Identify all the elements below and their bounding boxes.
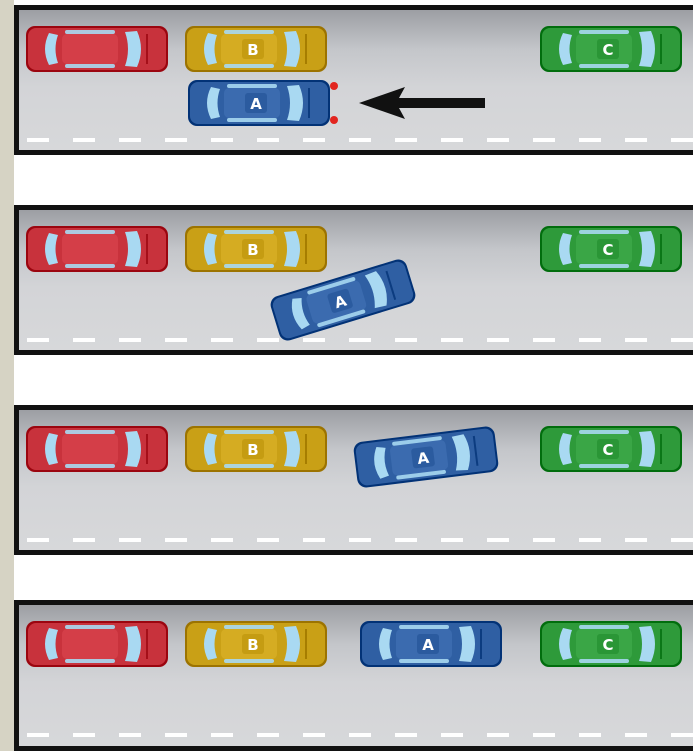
car-b: B — [184, 424, 328, 474]
car-letter: A — [422, 636, 434, 654]
car-letter: C — [602, 636, 613, 654]
step-3-panel: B C A — [14, 405, 693, 555]
lane-divider — [27, 338, 693, 342]
road: B C A — [19, 410, 693, 550]
car-letter: B — [247, 241, 258, 259]
car-b: B — [184, 24, 328, 74]
lane-divider — [27, 733, 693, 737]
parallel-parking-diagram: B C A B C A B C A B — [14, 0, 693, 751]
car-c: C — [539, 24, 683, 74]
lane-divider — [27, 538, 693, 542]
step-4-panel: B C A — [14, 600, 693, 751]
car-letter: C — [602, 241, 613, 259]
step-1-panel: B C A — [14, 5, 693, 155]
car-a: A — [351, 423, 500, 490]
car-letter: A — [416, 449, 430, 468]
car-letter: B — [247, 441, 258, 459]
road: B C A — [19, 605, 693, 746]
car-c: C — [539, 424, 683, 474]
car-b: B — [184, 619, 328, 669]
red-car — [25, 224, 169, 274]
car-letter: C — [602, 41, 613, 59]
road: B C A — [19, 10, 693, 150]
left-arrow-icon — [359, 85, 489, 121]
car-c: C — [539, 619, 683, 669]
car-letter: C — [602, 441, 613, 459]
car-c: C — [539, 224, 683, 274]
road: B C A — [19, 210, 693, 350]
red-car — [25, 619, 169, 669]
car-letter: A — [250, 95, 262, 113]
car-letter: B — [247, 636, 258, 654]
car-a: A — [359, 619, 503, 669]
red-car — [25, 424, 169, 474]
red-car — [25, 24, 169, 74]
car-letter: B — [247, 41, 258, 59]
car-a: A — [187, 78, 331, 128]
lane-divider — [27, 138, 693, 142]
car-b: B — [184, 224, 328, 274]
step-2-panel: B C A — [14, 205, 693, 355]
